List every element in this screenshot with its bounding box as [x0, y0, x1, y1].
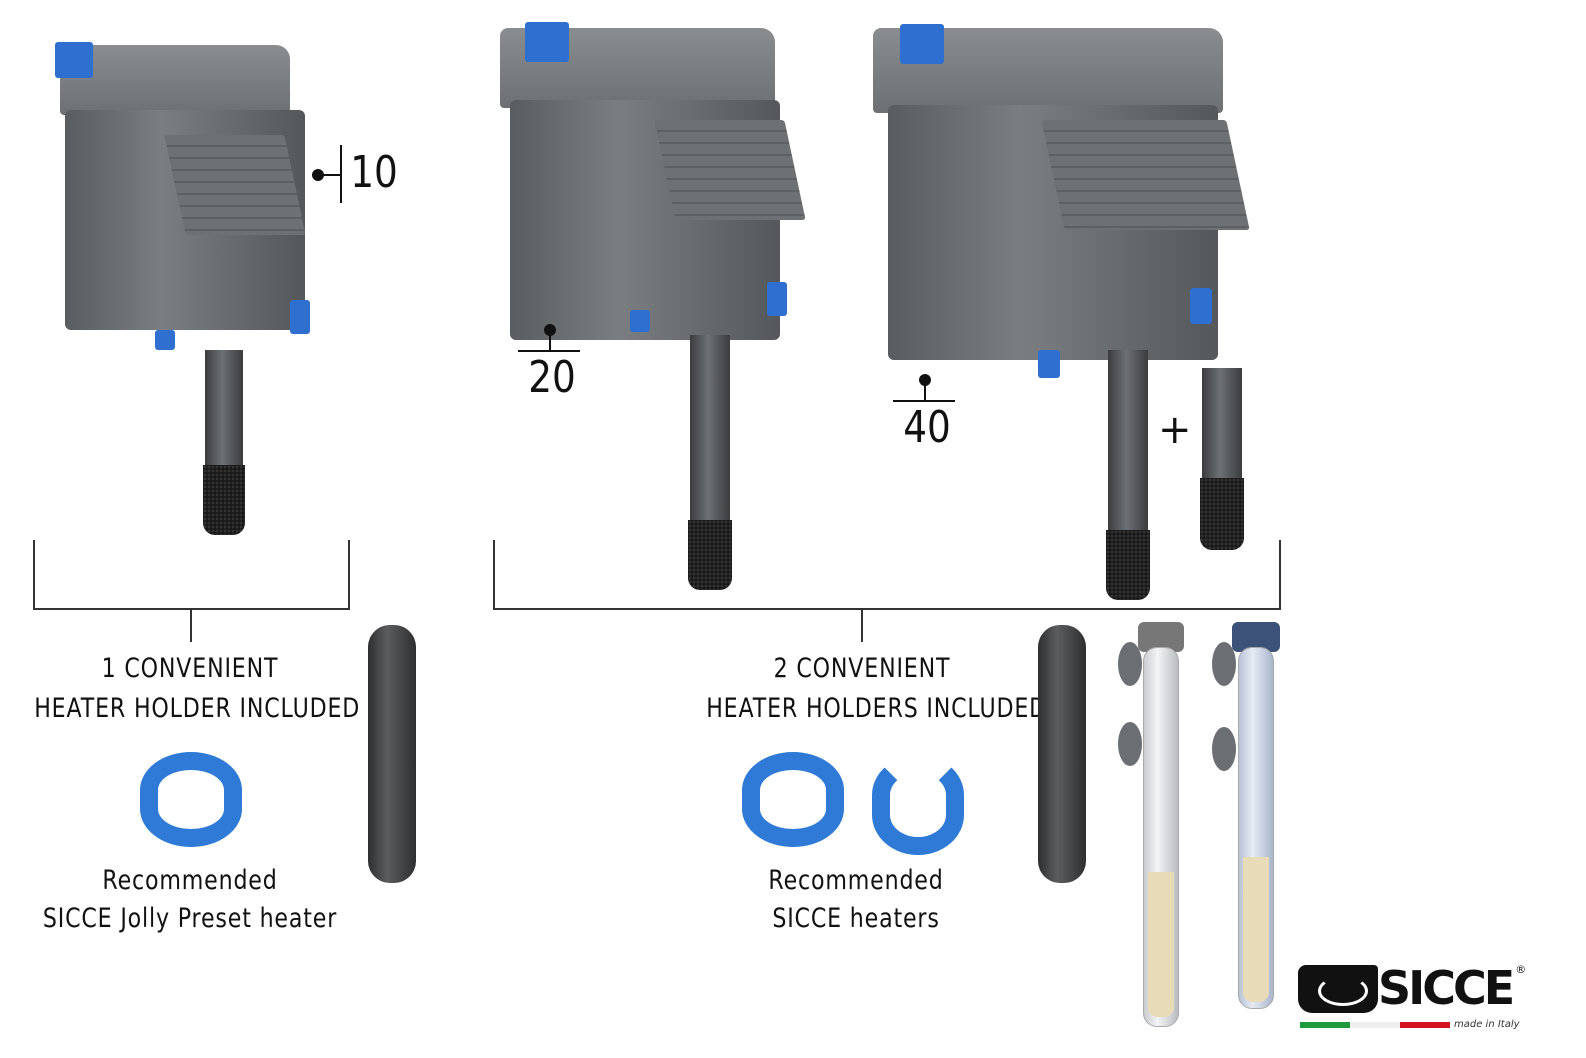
marker-line: [318, 174, 340, 176]
heater-holder-text-left: HEATER HOLDER INCLUDED: [34, 693, 361, 724]
glass-heater-2: [1212, 622, 1282, 1012]
prefilter-sponge: [1200, 478, 1244, 550]
filter-40: [868, 20, 1258, 605]
heater-holder-ring: [140, 752, 242, 847]
glass-heater-1: [1118, 622, 1188, 1030]
heater-element: [1243, 857, 1269, 1002]
marker-line: [924, 382, 926, 400]
flag-white: [1350, 1022, 1400, 1028]
model-number: 20: [528, 352, 576, 403]
blue-clip: [290, 300, 310, 334]
flag-red: [1400, 1022, 1450, 1028]
flag-green: [1300, 1022, 1350, 1028]
blue-clip: [767, 282, 787, 316]
blue-clip: [55, 42, 93, 78]
prefilter-sponge: [203, 465, 245, 535]
sicce-logo: SICCE ® made in Italy: [1298, 960, 1538, 1036]
heater-element: [1148, 872, 1174, 1017]
marker-dot: [919, 374, 931, 386]
heater-holder-text-right: HEATER HOLDERS INCLUDED: [706, 693, 1048, 724]
registered-mark: ®: [1515, 963, 1527, 976]
blue-clip: [155, 330, 175, 350]
model-number: 40: [903, 402, 951, 453]
pipe-segment: [1202, 368, 1242, 483]
filter-lid: [60, 45, 290, 115]
blue-clip: [1190, 288, 1212, 324]
bracket-stem: [861, 610, 863, 642]
plus-sign: +: [1158, 407, 1192, 453]
blue-clip: [525, 22, 569, 62]
jolly-heater: [1038, 625, 1086, 883]
filter-tray: [654, 120, 806, 220]
marker-line: [518, 350, 580, 352]
suction-cup: [1118, 722, 1142, 766]
filter-tray: [1041, 120, 1250, 230]
bracket-right: [493, 540, 1281, 610]
heater-holder-ring: [742, 752, 844, 847]
marker-line: [340, 145, 342, 203]
intake-pipe: [205, 350, 243, 470]
blue-clip: [1038, 350, 1060, 378]
recommended-label-left: Recommended: [102, 865, 278, 896]
recommended-heater-right: SICCE heaters: [772, 903, 940, 934]
suction-cup: [1118, 642, 1142, 686]
blue-clip: [630, 310, 650, 332]
prefilter-sponge: [688, 520, 732, 590]
brand-name: SICCE: [1378, 961, 1515, 1015]
blue-clip: [900, 24, 944, 64]
extension-pipe: [1200, 368, 1246, 553]
suction-cup: [1212, 727, 1236, 771]
heater-holder-count-right: 2 CONVENIENT: [773, 653, 951, 684]
size-label-20: 20: [518, 322, 583, 402]
tagline: made in Italy: [1454, 1019, 1520, 1030]
intake-pipe: [1108, 350, 1148, 540]
prefilter-sponge: [1106, 530, 1150, 600]
marker-dot: [544, 324, 556, 336]
marker-line: [893, 400, 955, 402]
filter-20: [495, 20, 815, 595]
model-number: 10: [350, 147, 398, 198]
heater-holder-open-ring: [872, 755, 964, 855]
intake-pipe: [690, 335, 730, 535]
suction-cup: [1212, 642, 1236, 686]
bracket-stem: [190, 610, 192, 642]
size-label-40: 40: [893, 372, 958, 452]
filter-tray: [164, 135, 306, 235]
whale-outline: [1318, 976, 1368, 1006]
marker-line: [549, 332, 551, 350]
recommended-heater-left: SICCE Jolly Preset heater: [42, 903, 338, 934]
filter-10: [55, 40, 320, 540]
jolly-heater: [368, 625, 416, 883]
recommended-label-right: Recommended: [768, 865, 944, 896]
bracket-left: [33, 540, 350, 610]
brand-row: SICCE ®: [1378, 961, 1527, 1015]
size-label-10: 10: [312, 145, 412, 205]
heater-holder-count-left: 1 CONVENIENT: [101, 653, 279, 684]
